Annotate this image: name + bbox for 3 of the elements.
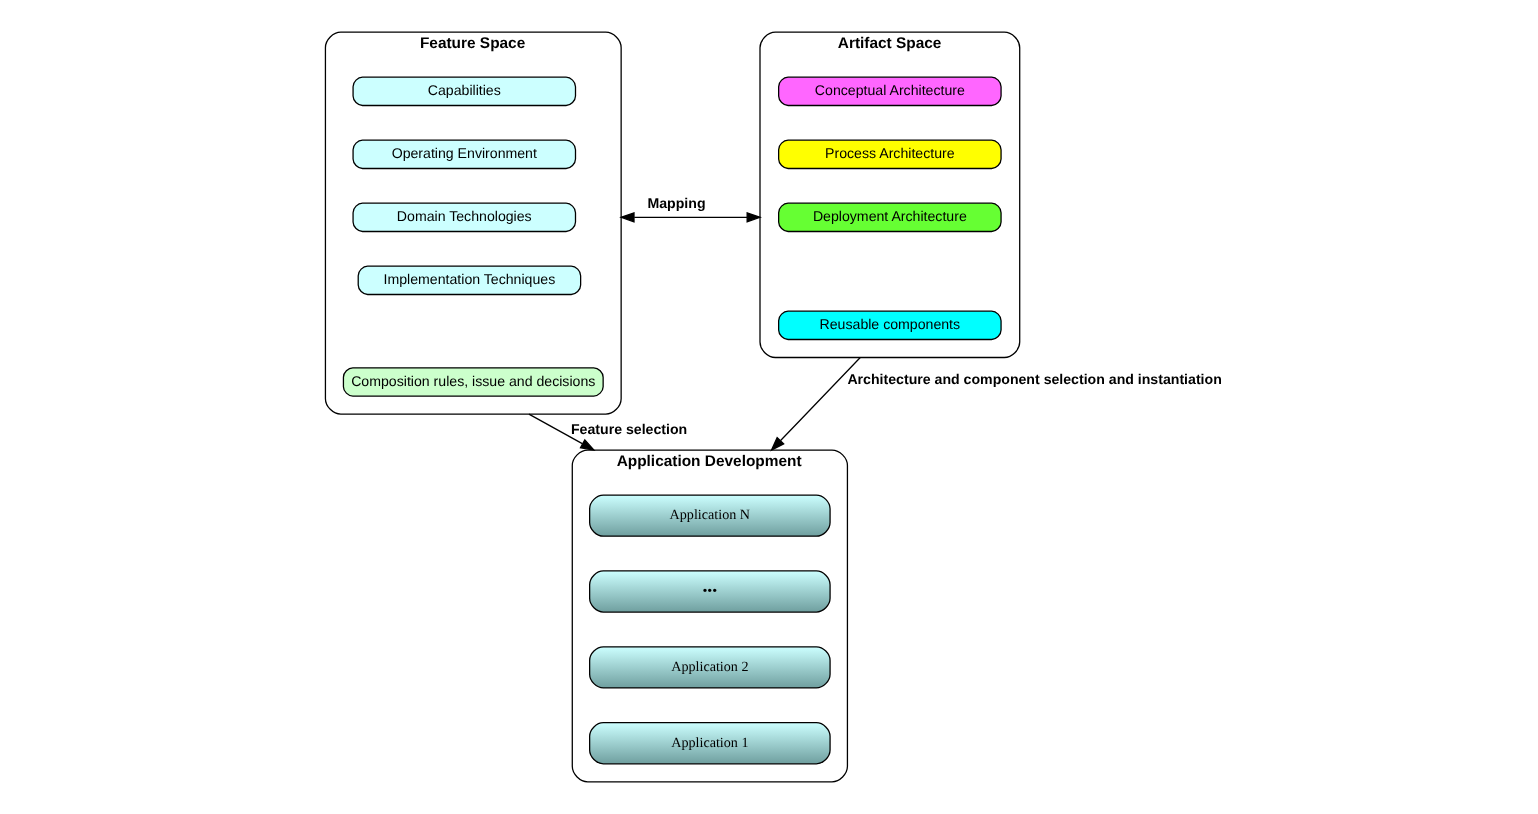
arrow [770, 356, 861, 452]
arrow [619, 211, 762, 223]
arrow [528, 413, 596, 451]
